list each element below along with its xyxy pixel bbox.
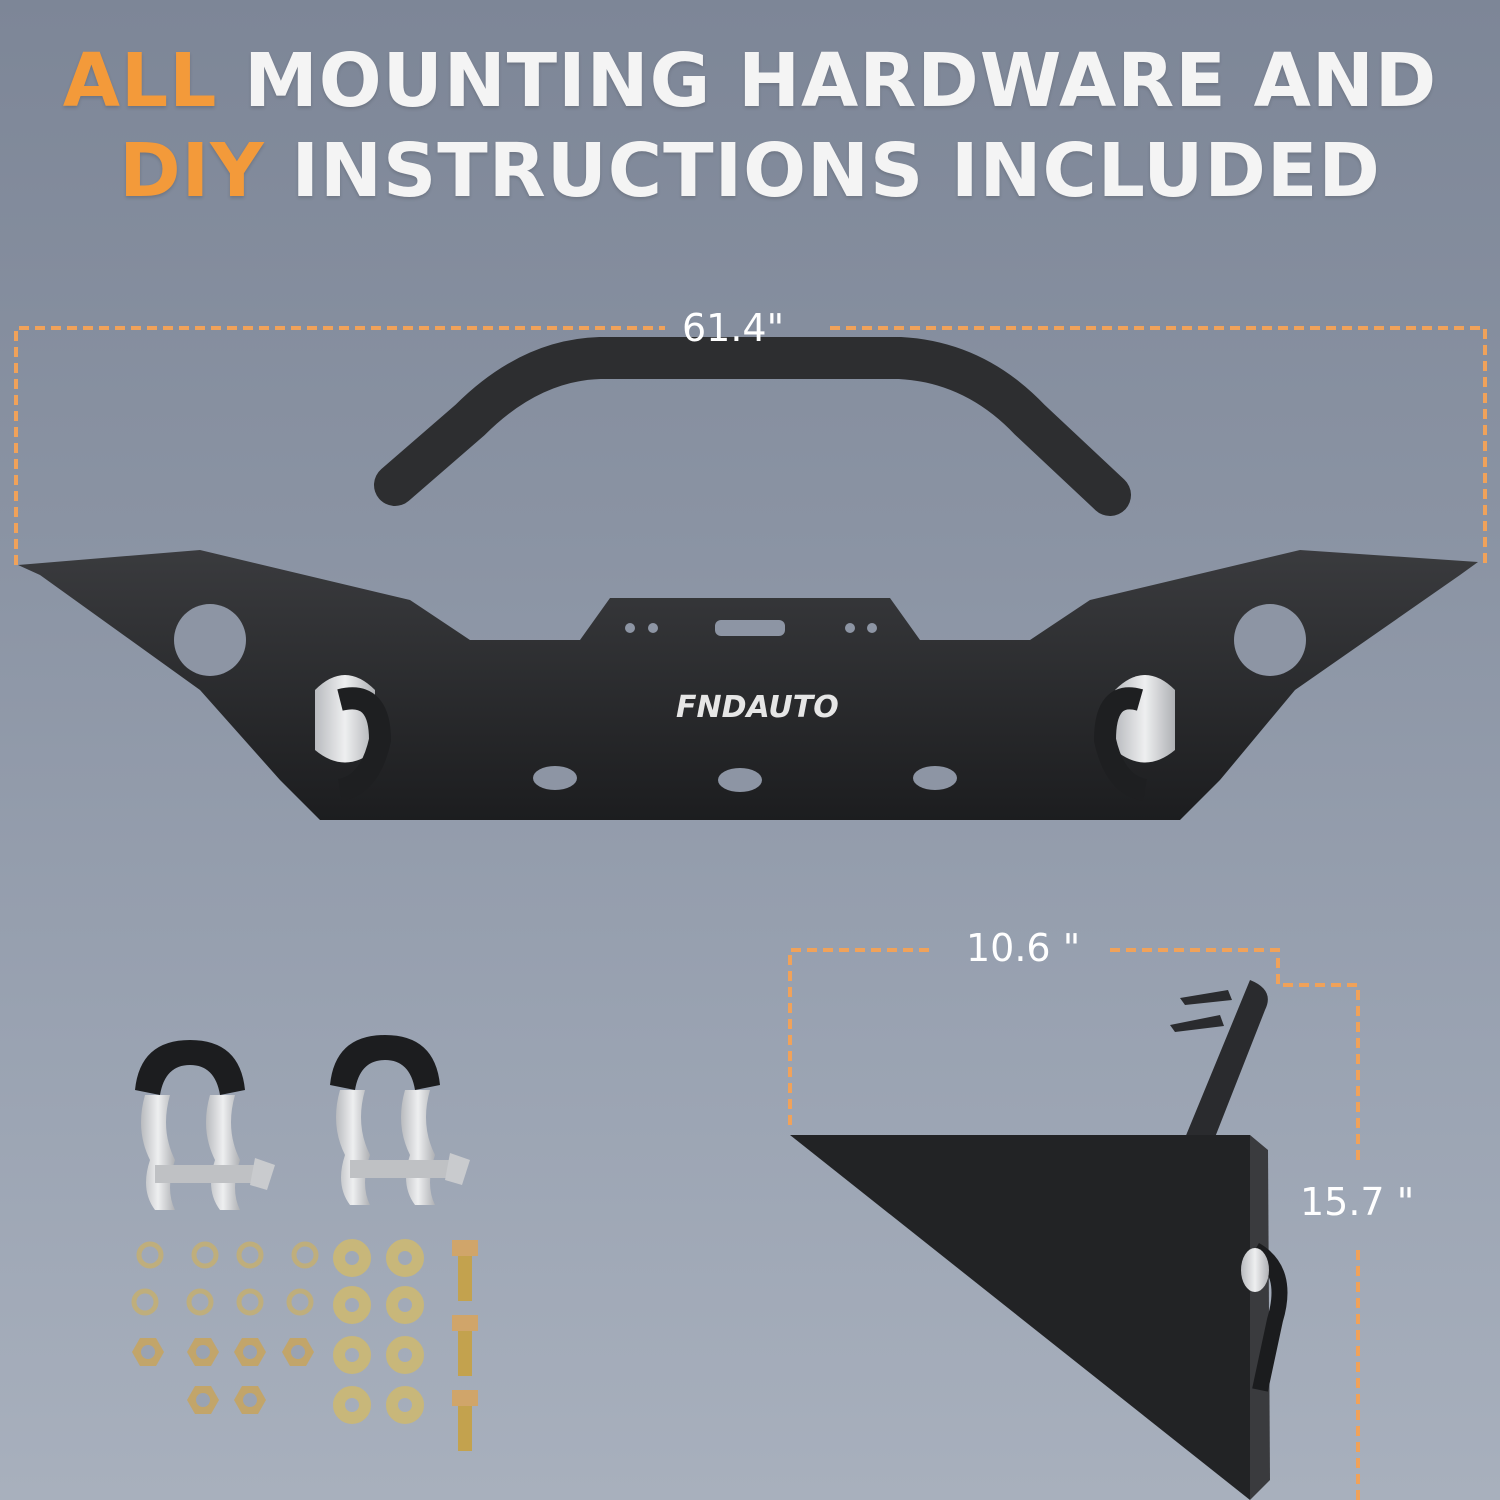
side-dimension-lines	[788, 948, 1360, 1500]
side-view-bumper	[790, 980, 1288, 1500]
hex-nuts	[132, 1338, 314, 1414]
d-ring-shackle-1	[135, 1040, 275, 1210]
bumper-shackle-left	[315, 675, 392, 801]
headline-highlight-diy: DIY	[119, 128, 265, 214]
headline-text-2: INSTRUCTIONS INCLUDED	[264, 128, 1381, 214]
d-ring-shackle-2	[330, 1035, 470, 1205]
headline-highlight-all: ALL	[62, 38, 218, 124]
depth-dimension-label: 10.6 "	[966, 926, 1081, 970]
front-bumper	[18, 337, 1478, 820]
headline-line-2: DIY INSTRUCTIONS INCLUDED	[0, 128, 1500, 214]
headline-line-1: ALL MOUNTING HARDWARE AND	[0, 38, 1500, 124]
lock-washers	[131, 1241, 319, 1316]
bolts	[452, 1240, 478, 1451]
hardware-kit	[131, 1035, 478, 1451]
height-dimension-label: 15.7 "	[1300, 1180, 1415, 1224]
headline-text-1: MOUNTING HARDWARE AND	[217, 38, 1438, 124]
width-dimension-label: 61.4"	[682, 306, 785, 350]
flat-washers	[333, 1239, 424, 1424]
bumper-shackle-right	[1093, 675, 1175, 801]
brand-logo: FNDAUTO	[676, 690, 839, 725]
